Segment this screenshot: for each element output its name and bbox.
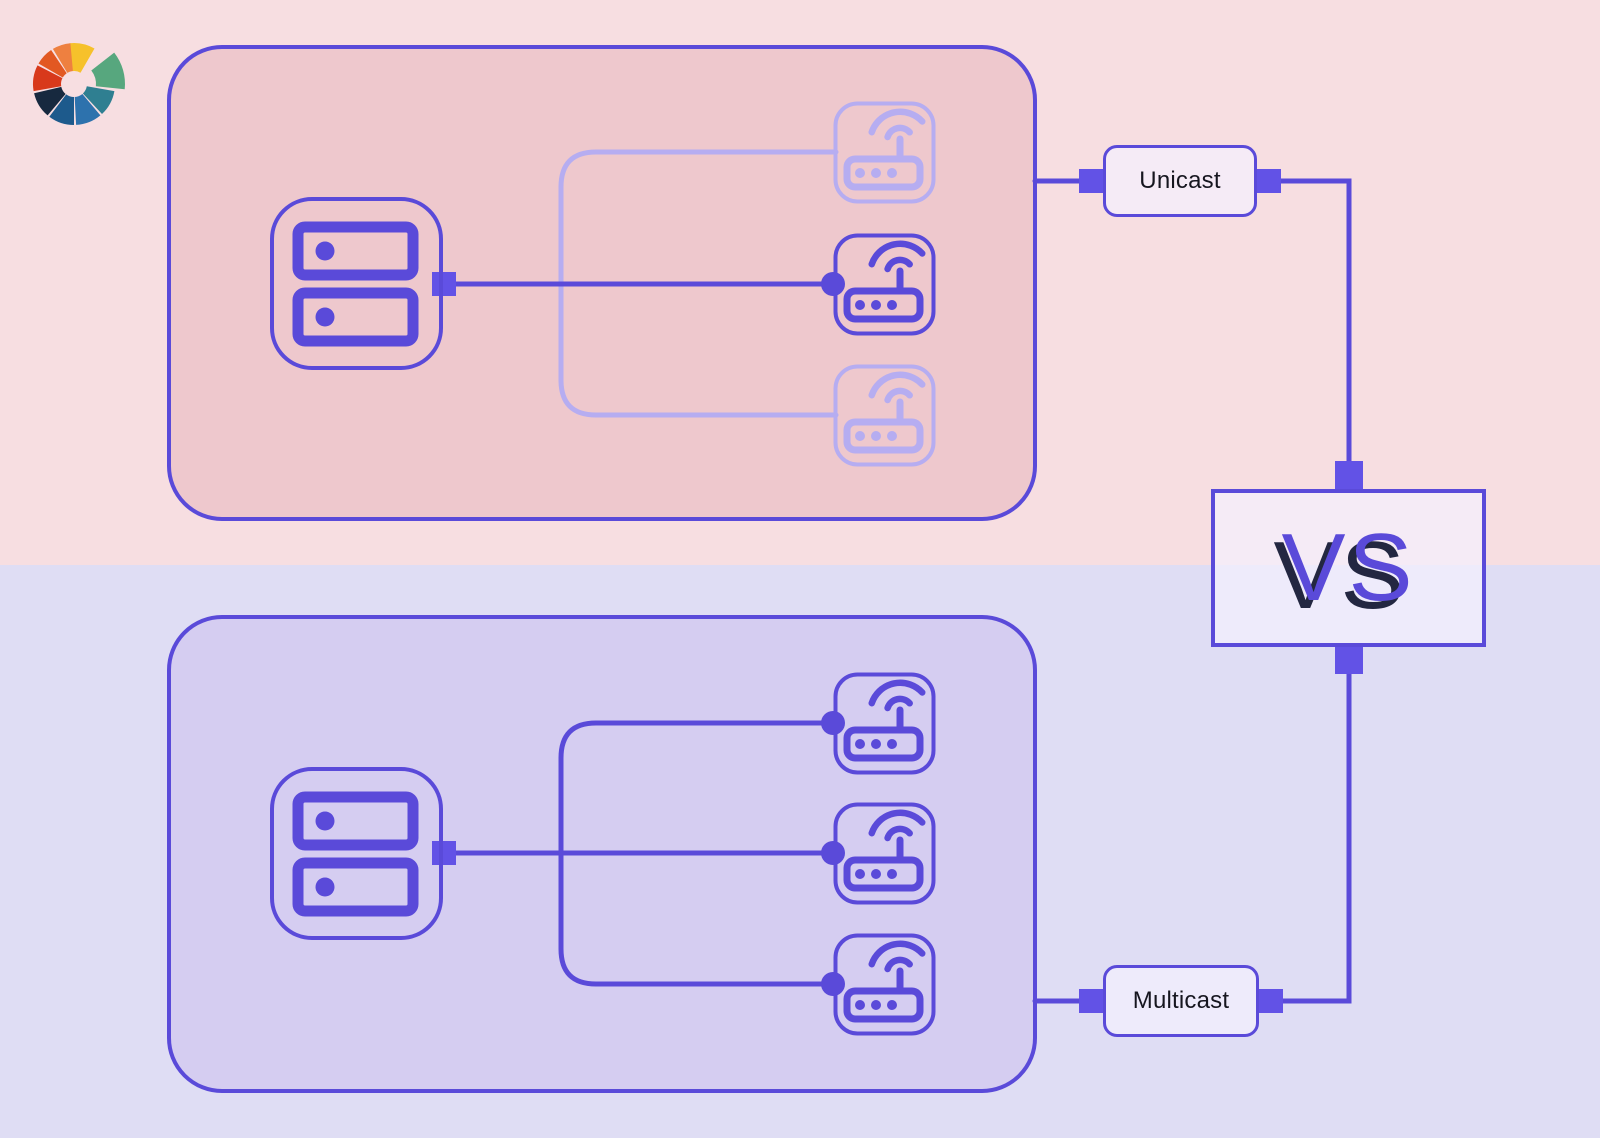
server-icon-multicast <box>270 767 443 940</box>
router-icon-unicast-bottom-inactive <box>833 364 936 467</box>
multicast-external-link <box>1032 671 1352 1004</box>
connector-squares <box>432 169 1363 1013</box>
unicast-label-box: Unicast <box>1103 145 1257 217</box>
logo-segment <box>82 86 115 114</box>
logo-segment <box>32 65 63 92</box>
multicast-box-connector-left <box>1079 989 1103 1013</box>
logo-segment <box>52 43 73 73</box>
logo-segment <box>69 42 95 73</box>
vs-box: VS <box>1211 489 1486 647</box>
multicast-box-connector-right <box>1259 989 1283 1013</box>
unicast-box-connector-right <box>1257 169 1281 193</box>
server-connector-top <box>432 272 456 296</box>
router-icon-multicast-top <box>833 672 936 775</box>
unicast-box-connector-left <box>1079 169 1103 193</box>
router-icon-unicast-top-inactive <box>833 101 936 204</box>
router-icon-multicast-middle <box>833 802 936 905</box>
unicast-active-link <box>453 272 845 296</box>
unicast-external-link <box>1032 178 1352 465</box>
logo-segment <box>34 86 66 116</box>
brand-logo <box>32 42 125 125</box>
logo-segment <box>38 50 67 78</box>
logo-segment <box>74 94 101 125</box>
vs-label: VS <box>1281 514 1416 621</box>
router-icon-multicast-bottom <box>833 933 936 1036</box>
vs-box-connector-top <box>1335 461 1363 489</box>
server-icon-unicast <box>270 197 443 370</box>
multicast-links <box>453 711 845 996</box>
server-connector-bottom <box>432 841 456 865</box>
router-icon-unicast-middle-active <box>833 233 936 336</box>
multicast-label: Multicast <box>1132 987 1230 1014</box>
logo-segment <box>49 94 74 125</box>
logo-segment <box>91 52 125 90</box>
multicast-label-box: Multicast <box>1103 965 1259 1037</box>
vs-box-connector-bottom <box>1335 646 1363 674</box>
unicast-label: Unicast <box>1139 167 1221 194</box>
